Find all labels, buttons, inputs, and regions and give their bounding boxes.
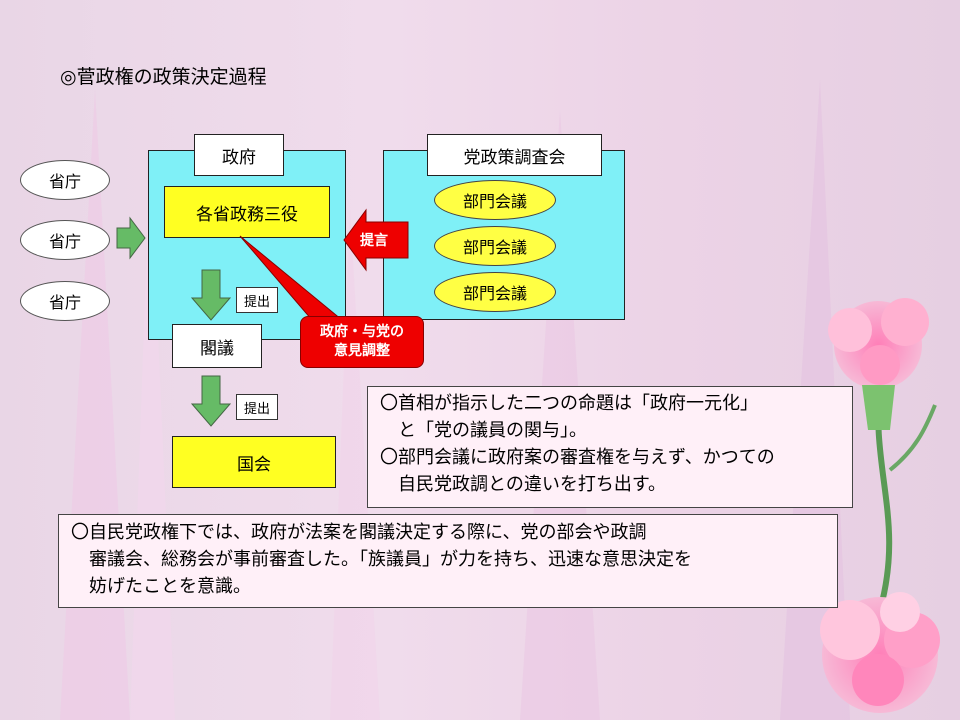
note-bottom-line-3: 妨げたことを意識。 <box>71 576 251 597</box>
note-bottom-line-2: 審議会、総務会が事前審査した。「族議員」が力を持ち、迅速な意思決定を <box>71 549 692 570</box>
page-title: ◎菅政権の政策決定過程 <box>60 66 267 88</box>
note-right-line-1: 〇首相が指示した二つの命題は「政府一元化」 <box>380 393 758 414</box>
submit-tag-1: 提出 <box>236 287 278 313</box>
ministry-oval-2: 省庁 <box>20 220 110 260</box>
green-arrow-right-icon <box>116 216 146 260</box>
carnation-flower-upper <box>828 298 937 611</box>
note-right-line-3: 〇部門会議に政府案の審査権を与えず、かつての <box>380 447 775 468</box>
department-meeting-1: 部門会議 <box>434 180 556 220</box>
submit-tag-2: 提出 <box>236 394 278 420</box>
note-right-line-2: と「党の議員の関与」。 <box>380 420 587 441</box>
party-label: 党政策調査会 <box>427 134 602 176</box>
department-meeting-3: 部門会議 <box>434 272 556 312</box>
ministry-oval-1: 省庁 <box>20 160 110 200</box>
cabinet-box: 閣議 <box>172 324 262 368</box>
green-arrow-down-icon-2 <box>190 375 232 427</box>
government-label: 政府 <box>194 134 284 176</box>
diet-box: 国会 <box>172 436 336 488</box>
red-arrow-left-icon <box>343 208 409 272</box>
carnation-flower-lower <box>820 592 940 713</box>
government-officials-box: 各省政務三役 <box>164 186 330 238</box>
department-meeting-2: 部門会議 <box>434 226 556 266</box>
proposal-label: 提言 <box>360 233 388 249</box>
coordination-callout: 政府・与党の 意見調整 <box>300 316 424 368</box>
callout-line-2: 意見調整 <box>334 343 390 359</box>
green-arrow-down-icon-1 <box>190 269 232 321</box>
note-bottom-line-1: 〇自民党政権下では、政府が法案を閣議決定する際に、党の部会や政調 <box>71 522 647 543</box>
note-right-line-4: 自民党政調との違いを打ち出す。 <box>380 474 667 495</box>
note-right-box: 〇首相が指示した二つの命題は「政府一元化」 と「党の議員の関与」。 〇部門会議に… <box>367 386 853 508</box>
ministry-oval-3: 省庁 <box>20 281 110 321</box>
callout-line-1: 政府・与党の <box>320 324 404 340</box>
note-bottom-box: 〇自民党政権下では、政府が法案を閣議決定する際に、党の部会や政調 審議会、総務会… <box>58 514 838 608</box>
